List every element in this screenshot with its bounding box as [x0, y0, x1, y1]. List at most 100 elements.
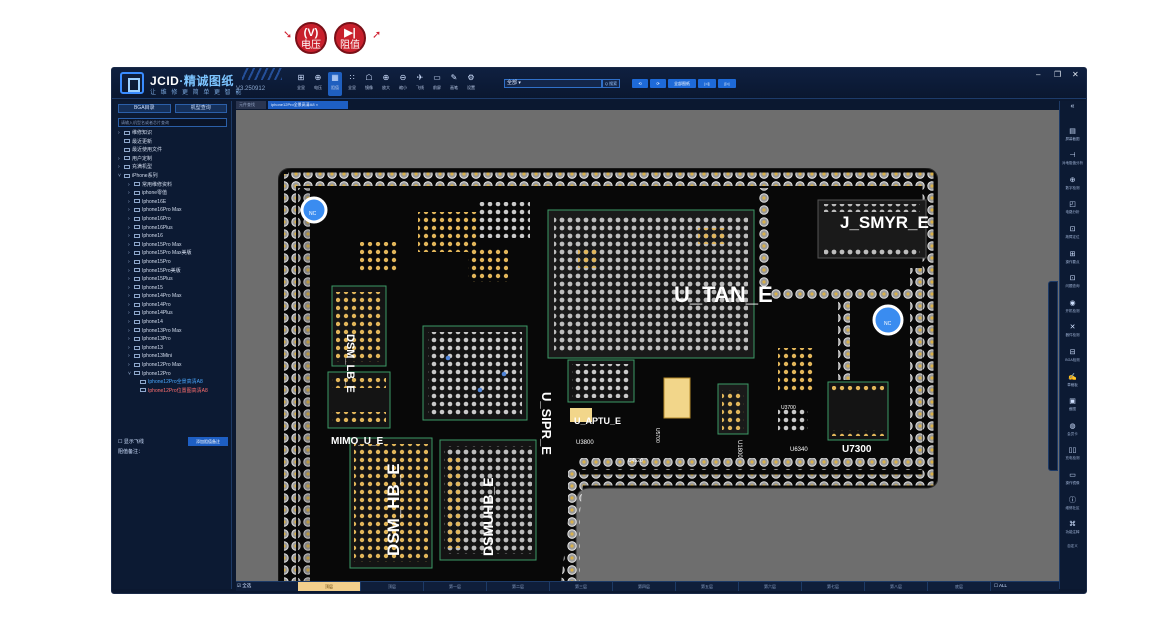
chevron-icon[interactable]: › — [128, 319, 130, 326]
right-tool-18[interactable]: 自定义 — [1060, 544, 1085, 569]
right-tool-9[interactable]: ✕器件检测 — [1060, 322, 1085, 347]
right-tool-13[interactable]: ◍会员卡 — [1060, 421, 1085, 446]
chevron-icon[interactable]: › — [128, 215, 130, 222]
tab-component-search[interactable]: 元件查找 — [236, 101, 266, 109]
layer-tab-1[interactable]: 顶层 — [361, 582, 424, 591]
tree-item[interactable]: ›维修知识 — [118, 129, 231, 138]
tree-item[interactable]: Iphone12Pro全景高清A8 — [118, 378, 231, 387]
chip-label-dsmuhb[interactable]: DSMUHB_E — [480, 477, 496, 556]
nav-button-0[interactable]: ⟲ — [632, 79, 648, 88]
tree-item[interactable]: ›Iphone16Pro Max — [118, 206, 231, 215]
edit-notes-button[interactable]: 添加阻值备注 — [188, 437, 228, 446]
search-button[interactable]: Q 搜索 — [602, 79, 620, 88]
nav-button-3[interactable]: |◁| — [698, 79, 716, 88]
chip-label-u7300[interactable]: U7300 — [842, 444, 872, 455]
tree-item[interactable]: ›Iphone15Pro Max美版 — [118, 249, 231, 258]
layer-tab-10[interactable]: 底层 — [928, 582, 991, 591]
chevron-icon[interactable]: › — [128, 284, 130, 291]
tree-item[interactable]: 最近使用文件 — [118, 146, 231, 155]
tree-item[interactable]: ›Iphone16 — [118, 232, 231, 241]
tool-button-6[interactable]: ⊖缩小 — [396, 72, 410, 96]
tree-item[interactable]: ›iphone零值 — [118, 189, 231, 198]
tab-bga-catalog[interactable]: BGA目录 — [118, 104, 171, 113]
chip-label-u-tan[interactable]: U_TAN_E — [674, 282, 773, 307]
chevron-icon[interactable]: › — [128, 258, 130, 265]
chevron-icon[interactable]: › — [118, 130, 120, 136]
tree-item[interactable]: ›Iphone15Plus — [118, 275, 231, 284]
chip-label-u4520[interactable]: U4520 — [628, 458, 643, 464]
right-tool-14[interactable]: ▯▯充电检测 — [1060, 445, 1085, 470]
tree-item[interactable]: ›Iphone13 — [118, 344, 231, 353]
chip-label-j-smyr[interactable]: J_SMYR_E — [840, 213, 929, 232]
tree-item[interactable]: ›充满机型 — [118, 163, 231, 172]
select-all-checkbox[interactable]: ☑ 全选 — [237, 583, 252, 588]
chevron-icon[interactable]: › — [128, 250, 130, 257]
chip-label-u3800[interactable]: U3800 — [576, 440, 594, 446]
tool-button-4[interactable]: ☖镜像 — [362, 72, 376, 96]
chevron-icon[interactable]: › — [118, 164, 120, 171]
chevron-icon[interactable]: › — [128, 336, 130, 343]
sidebar-search-input[interactable]: 请输入机型名或者芯片查询 — [118, 118, 227, 127]
board-canvas[interactable]: U_TAN_E J_SMYR_E U_SIPR_E DSM_LB_E MIMO_… — [236, 110, 1059, 581]
right-tool-7[interactable]: ⊡问题查询 — [1060, 273, 1085, 298]
tool-button-2[interactable]: ▦阻值 — [328, 72, 342, 96]
right-tool-1[interactable]: ▤屏幕截图 — [1060, 126, 1085, 151]
tree-item[interactable]: ›Iphone12Pro Max — [118, 361, 231, 370]
chevron-icon[interactable]: › — [128, 362, 130, 369]
tree-item[interactable]: ›Iphone15Pro Max — [118, 241, 231, 250]
right-tool-15[interactable]: ▭操作镜像 — [1060, 470, 1085, 495]
chip-label-u5700[interactable]: U5700 — [654, 428, 660, 443]
right-tool-2[interactable]: ⊣对地阻值分析 — [1060, 150, 1085, 175]
tree-item[interactable]: ›Iphone15Pro美版 — [118, 267, 231, 276]
chip-label-u-sipr[interactable]: U_SIPR_E — [539, 392, 554, 455]
layer-tab-2[interactable]: 第一层 — [424, 582, 487, 591]
chevron-icon[interactable]: › — [128, 310, 130, 317]
tree-item[interactable]: ›常用维修资料 — [118, 181, 231, 190]
layer-tab-5[interactable]: 第四层 — [613, 582, 676, 591]
right-tool-8[interactable]: ◉开机检测 — [1060, 298, 1085, 323]
tool-button-1[interactable]: ⊕电压 — [311, 72, 325, 96]
tree-item[interactable]: ˅iPhone系列 — [118, 172, 231, 181]
all-checkbox[interactable]: ☐ ALL — [994, 583, 1008, 588]
layer-tab-3[interactable]: 第二层 — [487, 582, 550, 591]
nav-button-1[interactable]: ⟳ — [650, 79, 666, 88]
tree-item[interactable]: ›Iphone14Pro — [118, 301, 231, 310]
chevron-icon[interactable]: › — [128, 267, 130, 274]
tree-item[interactable]: ›Iphone15 — [118, 284, 231, 293]
tree-item[interactable]: ›Iphone13Pro — [118, 335, 231, 344]
layer-tab-7[interactable]: 第六层 — [739, 582, 802, 591]
right-tool-5[interactable]: ⊡故障定位 — [1060, 224, 1085, 249]
chip-label-dsm-lb[interactable]: DSM_LB_E — [344, 334, 356, 393]
right-tool-6[interactable]: ⊞操作要点 — [1060, 249, 1085, 274]
layer-select[interactable]: 全部 ▾ — [504, 79, 602, 88]
chevron-icon[interactable]: › — [128, 224, 130, 231]
tool-button-3[interactable]: ∷全显 — [345, 72, 359, 96]
tool-button-5[interactable]: ⊕放大 — [379, 72, 393, 96]
chevron-icon[interactable]: › — [128, 198, 130, 205]
right-tool-11[interactable]: ✍草稿板 — [1060, 372, 1085, 397]
tool-button-8[interactable]: ▭前屏 — [430, 72, 444, 96]
minimize-button[interactable]: – — [1036, 70, 1041, 79]
chevron-icon[interactable]: › — [128, 207, 130, 214]
chevron-icon[interactable]: › — [128, 293, 130, 300]
tree-item[interactable]: ›Iphone14Plus — [118, 309, 231, 318]
chip-label-dsm-hb[interactable]: DSM_HB_E — [384, 463, 403, 556]
layer-tab-9[interactable]: 第八层 — [865, 582, 928, 591]
tab-model-query[interactable]: 机型查询 — [174, 104, 227, 113]
tree-item[interactable]: ›用户定制 — [118, 155, 231, 164]
panel-handle[interactable] — [1048, 281, 1058, 471]
chevron-icon[interactable]: › — [128, 233, 130, 240]
chevron-icon[interactable]: › — [128, 301, 130, 308]
tool-button-9[interactable]: ✎画笔 — [447, 72, 461, 96]
right-tool-3[interactable]: ⊕数字检测 — [1060, 175, 1085, 200]
tree-item[interactable]: ˅Iphone12Pro — [118, 370, 231, 379]
tree-item[interactable]: ›Iphone14Pro Max — [118, 292, 231, 301]
tree-item[interactable]: ›Iphone14 — [118, 318, 231, 327]
chevron-icon[interactable]: › — [128, 327, 130, 334]
tool-button-10[interactable]: ⚙设置 — [464, 72, 478, 96]
chevron-icon[interactable]: › — [128, 344, 130, 351]
show-flyline-checkbox[interactable]: ☐ 显示飞线 — [118, 439, 144, 445]
tree-item[interactable]: ›Iphone16Pro — [118, 215, 231, 224]
chevron-icon[interactable]: › — [128, 190, 130, 197]
